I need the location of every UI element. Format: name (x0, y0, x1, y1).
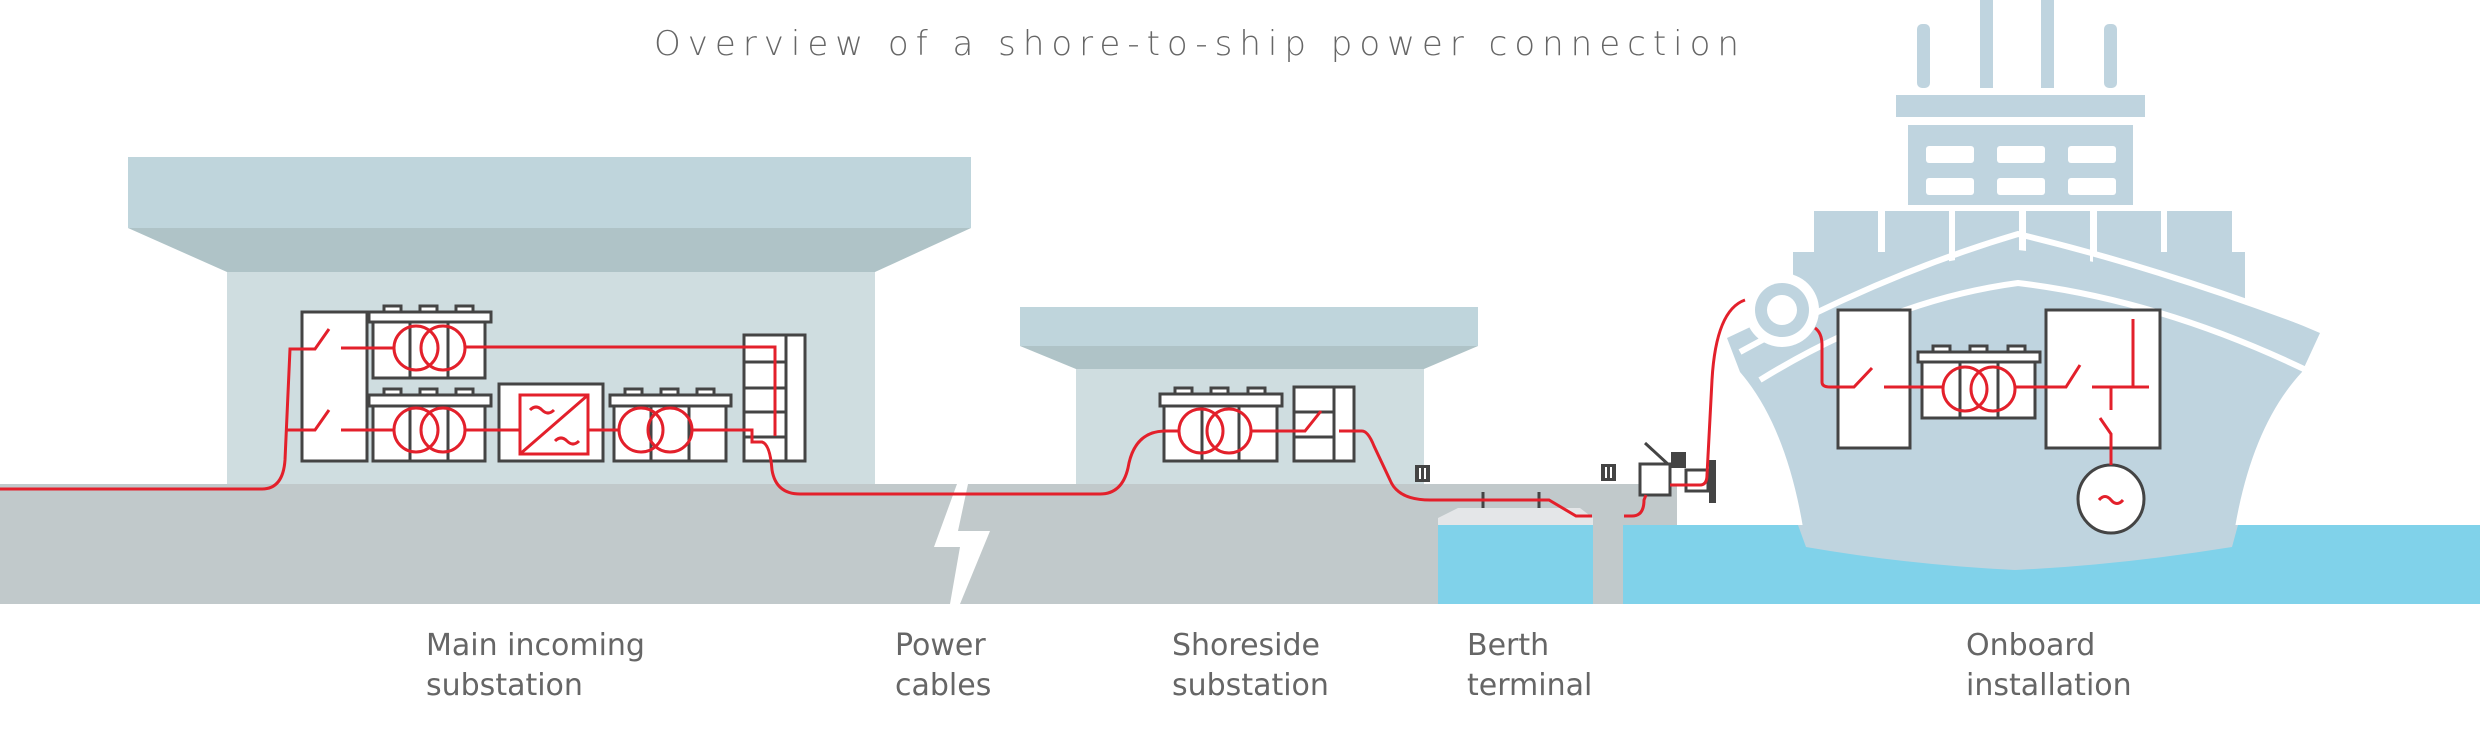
socket-icon (1415, 465, 1430, 482)
ship-mast (2041, 0, 2054, 88)
label-shoreside-substation: Shoreside substation (1172, 626, 1329, 706)
ship-deck-rail (1738, 230, 2320, 355)
converter-diagonal (519, 393, 589, 456)
label-line: Power (895, 628, 986, 663)
ship-hull-waterline (1798, 525, 2238, 570)
main-transformer-3 (608, 387, 733, 463)
transformer-coil (392, 406, 440, 454)
berth-cable (1339, 429, 1592, 518)
socket-icon (1601, 464, 1616, 481)
berth-terminal-equipment (1415, 441, 1716, 508)
ship-mast (1917, 24, 1930, 88)
label-line: substation (426, 668, 583, 703)
label-line: substation (1172, 668, 1329, 703)
power-cable (0, 298, 2149, 518)
label-line: Onboard (1966, 628, 2096, 663)
transformer-coil (392, 324, 440, 372)
onboard-switch (2015, 364, 2082, 389)
label-main-incoming-substation: Main incoming substation (426, 626, 645, 706)
plug-connector (1684, 468, 1710, 493)
export-cable (692, 428, 1179, 496)
label-power-cables: Power cables (895, 626, 991, 706)
label-line: cables (895, 668, 992, 703)
onboard-busbar (2092, 319, 2149, 410)
ship-windows (1926, 146, 2116, 195)
water-berth (1438, 525, 1593, 604)
ground-left (0, 484, 960, 604)
connection-box (1638, 462, 1672, 497)
transformer-coil (1941, 365, 1989, 413)
shoreside-switch (1251, 410, 1323, 433)
onboard-switchboard-hv (1836, 308, 1912, 450)
label-line: installation (1966, 668, 2132, 703)
ship-fairlead-hole (1767, 295, 1797, 325)
shoreside-substation-roof-slant (1020, 346, 1478, 369)
ac-wave-icon (553, 436, 581, 446)
main-switchgear (300, 310, 369, 463)
generator-switch (2098, 417, 2113, 465)
ship (1727, 0, 2320, 570)
onboard-main-switchboard (2044, 308, 2162, 450)
onboard-incoming-cable (1814, 326, 1874, 389)
plug-head (1671, 452, 1686, 468)
main-transformer-2 (367, 387, 493, 463)
label-onboard-installation: Onboard installation (1966, 626, 2132, 706)
ac-wave-icon (528, 405, 556, 415)
ship-mast (2104, 24, 2117, 88)
ground (0, 484, 1677, 604)
main-substation-equipment (300, 304, 807, 463)
grid-feed-branch (287, 409, 331, 432)
transformer-coil (617, 406, 665, 454)
berth-ramp (1438, 508, 1593, 525)
busbar-feed (465, 345, 777, 436)
label-line: Berth (1467, 628, 1550, 663)
ship-mast (1980, 0, 1993, 88)
generator-wave-icon (2097, 495, 2125, 505)
transformer-coil (1177, 407, 1225, 455)
transformer-coil (1969, 365, 2017, 413)
cable-management-arm (1643, 441, 1672, 468)
label-line: Main incoming (426, 628, 645, 663)
label-berth-terminal: Berth terminal (1467, 626, 1592, 706)
main-substation-roof (128, 157, 971, 228)
grid-feed-cable (0, 328, 331, 491)
label-line: terminal (1467, 668, 1593, 703)
label-line: Shoreside (1172, 628, 1321, 663)
ship-side-socket-bar (1709, 460, 1716, 503)
shoreside-substation-roof (1020, 307, 1478, 346)
diagram-title: Overview of a shore-to-ship power connec… (654, 24, 1746, 64)
shore-to-ship-cable (1670, 298, 1746, 487)
connection-box-cable (1624, 494, 1648, 518)
converter-symbol (518, 393, 590, 456)
main-substation-roof-slant (128, 228, 971, 272)
ship-top-deck (1896, 95, 2145, 117)
shoreside-switchgear (1292, 385, 1356, 463)
